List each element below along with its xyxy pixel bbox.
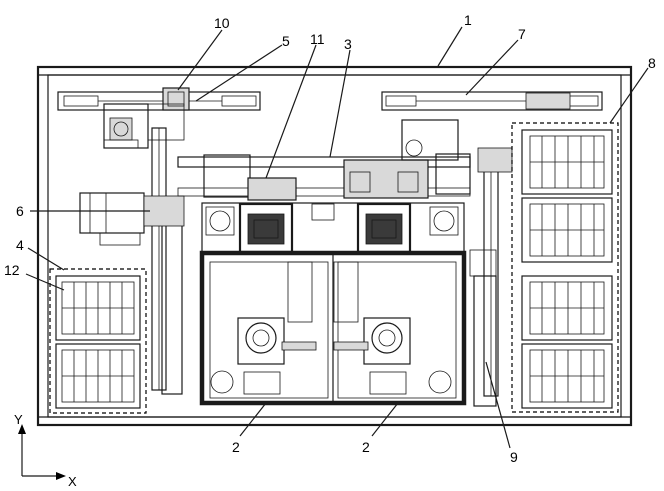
callout-8: 8 (648, 55, 656, 71)
callout-2-left: 2 (232, 439, 240, 455)
right-tray-1 (521, 129, 613, 195)
left-tray-2 (55, 343, 141, 409)
callout-labels: 1 2 2 3 4 5 6 7 8 9 10 11 12 (4, 12, 656, 465)
left-magazine (49, 268, 147, 414)
left-tray-1 (55, 275, 141, 341)
top-left-gripper (103, 87, 190, 149)
callout-6: 6 (16, 203, 24, 219)
right-tray-3 (521, 275, 613, 341)
callout-9: 9 (510, 449, 518, 465)
right-vertical-rail (469, 147, 513, 407)
left-vertical-rail (151, 127, 183, 395)
x-axis-label: X (68, 474, 77, 489)
callout-12: 12 (4, 262, 20, 278)
top-right-rail (381, 91, 603, 111)
right-machining-head (356, 202, 412, 254)
callout-1: 1 (464, 12, 472, 28)
callout-2-right: 2 (362, 439, 370, 455)
callout-11: 11 (310, 31, 325, 47)
y-axis-arrow-icon (18, 424, 26, 434)
x-axis-arrow-icon (56, 472, 66, 480)
upper-transfer-beam (177, 119, 471, 201)
callout-5: 5 (282, 33, 290, 49)
right-tray-2 (521, 197, 613, 263)
leader-lines (25, 26, 649, 449)
top-left-rail (57, 91, 261, 111)
left-machining-head (238, 202, 294, 254)
callout-3: 3 (344, 36, 352, 52)
callout-4: 4 (16, 237, 24, 253)
y-axis-label: Y (14, 412, 23, 427)
right-station (333, 261, 457, 399)
base-frame (36, 65, 633, 427)
upper-work-area (201, 202, 465, 254)
left-slide-unit (79, 192, 185, 246)
right-tray-4 (521, 343, 613, 409)
machining-stations (199, 250, 467, 406)
coordinate-axes: Y X (14, 412, 77, 489)
callout-7: 7 (518, 26, 526, 42)
right-magazine (511, 122, 619, 413)
callout-10: 10 (214, 15, 230, 31)
left-station (209, 261, 329, 399)
